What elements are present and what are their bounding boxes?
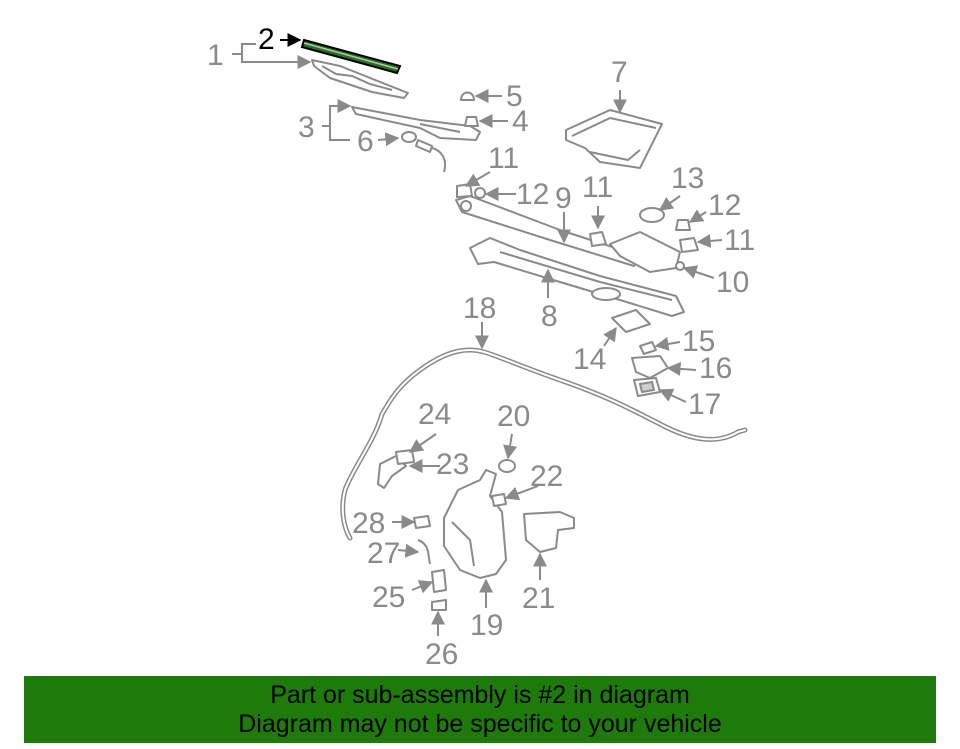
wiper-blade-part-2	[300, 38, 402, 75]
banner-line-disclaimer: Diagram may not be specific to your vehi…	[238, 710, 722, 738]
pivot-bracket-part-10	[609, 231, 685, 273]
callout-11-b: 11	[582, 171, 613, 204]
callout-10: 10	[716, 266, 749, 299]
washer-hose-part-18	[340, 347, 748, 541]
clip-part-15	[639, 341, 657, 355]
pump-part-25	[431, 569, 447, 593]
nut-part-12-b	[675, 219, 691, 231]
callout-17: 17	[688, 388, 721, 421]
grommet-part-11-b	[589, 231, 607, 247]
cap-part-5	[460, 91, 475, 101]
bracket-part-21	[523, 511, 575, 553]
bracket-part-17	[633, 377, 661, 397]
hose-part-27	[417, 539, 431, 565]
callout-12-a: 12	[516, 178, 549, 211]
nut-part-4	[464, 116, 479, 127]
grommet-part-26	[431, 599, 447, 611]
callout-11-a: 11	[488, 142, 519, 175]
grommet-part-11-a	[456, 183, 473, 198]
callout-8: 8	[541, 300, 558, 333]
info-banner: Part or sub-assembly is #2 in diagram Di…	[24, 676, 936, 743]
nut-part-12-a	[474, 187, 486, 199]
callout-16: 16	[699, 352, 732, 385]
callout-11-c: 11	[724, 224, 755, 257]
callout-28: 28	[352, 507, 385, 540]
callout-6: 6	[357, 125, 374, 158]
cap-part-20	[498, 459, 516, 473]
callout-9: 9	[555, 182, 572, 215]
callout-labels: 1 2 3 4 5 6 7 8 9 10 11 12 11 13 12 11 1…	[207, 23, 755, 671]
callout-22: 22	[530, 460, 563, 493]
callout-13: 13	[671, 162, 704, 195]
callout-15: 15	[682, 325, 715, 358]
grommet-part-11-c	[679, 237, 699, 253]
callout-24: 24	[418, 398, 451, 431]
callout-20: 20	[497, 400, 530, 433]
callout-7: 7	[611, 56, 628, 89]
reservoir-part-19	[443, 469, 507, 579]
callout-4: 4	[512, 105, 529, 138]
callout-26: 26	[425, 638, 458, 671]
callout-23: 23	[436, 448, 469, 481]
callout-25: 25	[372, 581, 405, 614]
connector-part-28	[413, 515, 431, 529]
parts-diagram: 1 2 3 4 5 6 7 8 9 10 11 12 11 13 12 11 1…	[207, 23, 755, 671]
callout-19: 19	[470, 609, 503, 642]
callout-5: 5	[506, 80, 523, 113]
callout-21: 21	[522, 582, 555, 615]
wiper-arm-part-3	[351, 106, 481, 141]
banner-line-part-info: Part or sub-assembly is #2 in diagram	[270, 681, 690, 709]
wiper-blade-assembly-part-1	[311, 59, 409, 99]
cowl-panel-part-7	[565, 109, 663, 169]
bushing-part-13	[639, 207, 665, 223]
callout-18: 18	[463, 292, 496, 325]
callout-1: 1	[207, 39, 224, 72]
callout-27: 27	[367, 537, 400, 570]
bolt-part-22	[491, 493, 507, 507]
leader-lines	[232, 33, 723, 636]
transmission-part-8	[469, 237, 685, 317]
motor-part-16	[631, 355, 669, 379]
motor-plate-part-14	[611, 309, 651, 333]
callout-3: 3	[298, 111, 315, 144]
callout-14: 14	[573, 343, 606, 376]
washer-hose-part-6	[401, 131, 446, 173]
callout-12-b: 12	[708, 189, 741, 222]
callout-2: 2	[258, 23, 275, 56]
